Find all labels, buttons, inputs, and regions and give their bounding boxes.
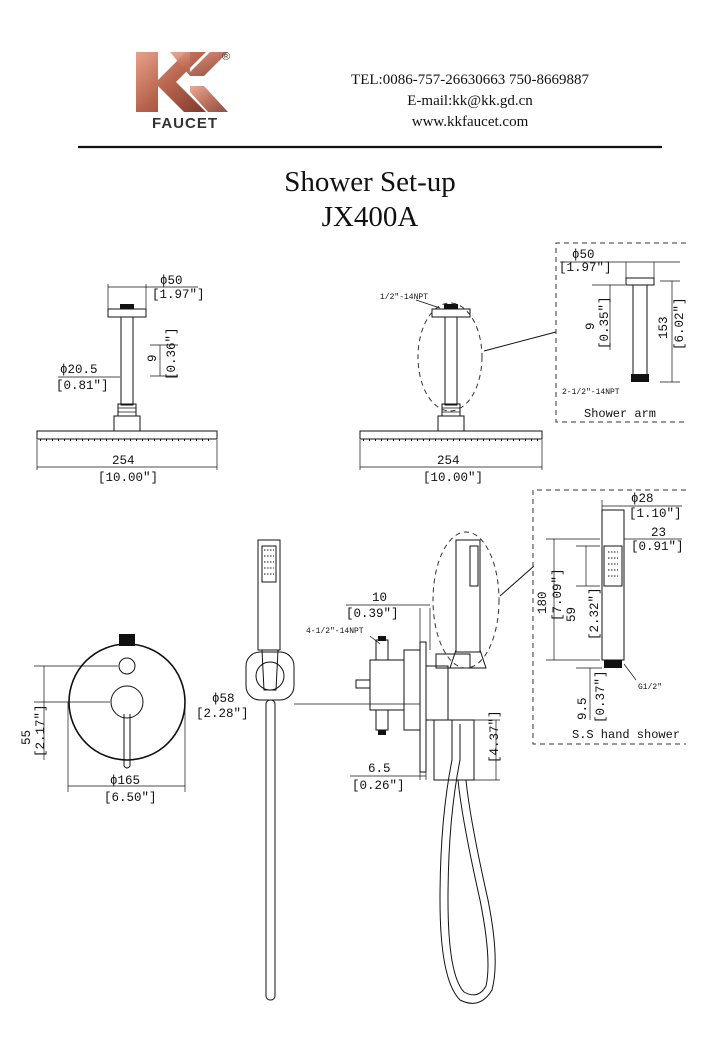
label-arm-thread: 2-1/2″-14NPT [562,388,620,397]
brand-name: FAUCET [152,115,218,132]
hand-shower-detail [532,489,686,745]
dim-left-flange-mm: 9 [146,354,160,362]
dim-arm-length-in: [6.02″] [673,297,687,350]
shower-arm-detail [555,242,686,423]
dim-valve-dia-in: [6.50″] [104,791,157,805]
model-number: JX400A [321,201,419,233]
dim-hand-length-in: [7.09″] [551,568,565,621]
dim-hand-head-in: [0.91″] [631,540,684,554]
dim-valve-wall-in: [0.26″] [352,779,405,793]
registered-mark: ® [222,51,230,63]
dim-valve-height-in: [2.17″] [34,704,48,757]
dim-left-width-in: [10.00″] [98,471,158,485]
label-valve-thread: 4-1/2″-14NPT [306,627,364,636]
dim-left-head-dia-in: [1.97″] [152,288,205,302]
dim-left-arm-dia-mm: ϕ20.5 [60,363,98,377]
dim-hand-base-mm: 9.5 [576,697,590,720]
dim-valve-dia-mm: ϕ165 [110,774,140,788]
hand-shower-holder [245,539,420,1001]
dim-arm-flange-mm: 9 [584,322,598,330]
dim-valve-offset-mm: 10 [372,591,387,605]
contact-email: E-mail:kk@kk.gd.cn [407,93,533,109]
dim-left-head-dia-mm: ϕ50 [160,274,183,288]
valve-side-assembly [346,531,535,1004]
contact-tel: TEL:0086-757-26630663 750-8669887 [351,72,589,88]
caption-shower-arm: Shower arm [584,407,656,421]
dim-left-flange-in: [0.36″] [165,327,179,380]
label-hand-thread: G1/2″ [638,683,662,692]
dim-arm-length-mm: 153 [657,316,671,339]
dim-left-arm-dia-in: [0.81″] [56,379,109,393]
dim-valve-height-mm: 55 [20,730,34,745]
caption-hand-shower: S.S hand shower [572,728,680,742]
dim-valve-depth-mm: ϕ58 [212,692,235,706]
dim-hand-spray-mm: 59 [565,607,579,622]
dim-arm-dia-in: [1.97″] [559,261,612,275]
dim-arm-dia-mm: ϕ50 [572,248,595,262]
page-title: Shower Set-up [284,166,456,198]
dim-valve-offset-in: [0.39″] [346,607,399,621]
dim-hand-dia-in: [1.10″] [629,507,682,521]
dim-valve-body-in: [4.37″] [488,710,502,763]
dim-hand-head-mm: 23 [651,526,666,540]
valve-front [34,634,186,792]
dim-hand-spray-in: [2.32″] [588,587,602,640]
shower-head-right [359,299,557,470]
label-right-head-thread: 1/2″-14NPT [380,293,428,302]
dim-hand-base-in: [0.37″] [594,670,608,723]
dim-hand-dia-mm: ϕ28 [631,492,654,506]
brand-logo: ® FAUCET [136,51,230,132]
shower-head-left [36,284,218,470]
dim-valve-wall-mm: 6.5 [368,762,391,776]
contact-website: www.kkfaucet.com [411,114,529,130]
dim-hand-length-mm: 180 [536,591,550,614]
dim-left-width-mm: 254 [112,454,135,468]
dim-arm-flange-in: [0.35″] [598,296,612,349]
dim-right-width-mm: 254 [437,454,460,468]
contact-info: TEL:0086-757-26630663 750-8669887 E-mail… [300,70,640,133]
dim-valve-depth-in: [2.28″] [196,707,249,721]
dim-right-width-in: [10.00″] [423,471,483,485]
